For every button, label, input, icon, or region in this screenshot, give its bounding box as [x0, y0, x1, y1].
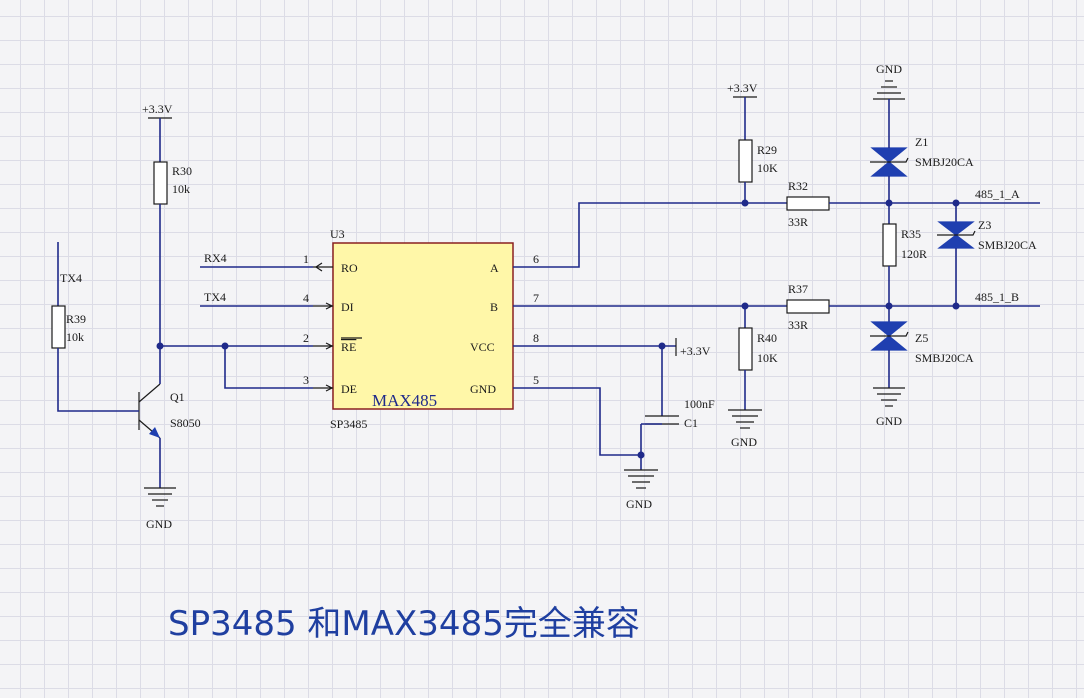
z1-value: SMBJ20CA [915, 155, 974, 169]
pin-name-b: B [490, 300, 498, 314]
z3-ref: Z3 [978, 218, 991, 232]
power-symbol-q1: +3.3V [142, 102, 173, 162]
ic-part: SP3485 [330, 417, 367, 431]
pin-name-ro: RO [341, 261, 358, 275]
gnd-symbol-r40: GND [728, 409, 762, 449]
gnd-label-ic: GND [626, 497, 652, 511]
gnd-label-q1: GND [146, 517, 172, 531]
c1-value: 100nF [684, 397, 715, 411]
pin-num-vcc: 8 [533, 331, 539, 345]
power-label-r29: +3.3V [727, 81, 758, 95]
q1-value: S8050 [170, 416, 201, 430]
input-nets: RX4 TX4 [200, 251, 313, 307]
ic-body [332, 242, 514, 410]
q1-ref: Q1 [170, 390, 185, 404]
r29-ref: R29 [757, 143, 777, 157]
r32-ref: R32 [788, 179, 808, 193]
pin-name-de: DE [341, 382, 357, 396]
net-485-b: 485_1_B [975, 290, 1019, 304]
tx4-base-label: TX4 [60, 271, 82, 285]
power-label-ic: +3.3V [680, 344, 711, 358]
pin-num-ro: 1 [303, 252, 309, 266]
ic-name: MAX485 [372, 391, 437, 410]
pin-num-b: 7 [533, 291, 539, 305]
pin-num-di: 4 [303, 291, 309, 305]
pin-name-di: DI [341, 300, 354, 314]
r35-ref: R35 [901, 227, 921, 241]
r29-value: 10K [757, 161, 778, 175]
pin-num-de: 3 [303, 373, 309, 387]
r40-value: 10K [757, 351, 778, 365]
q1-driver-circuit: +3.3V R30 10k Q1 S8050 TX4 R39 10k [51, 102, 313, 531]
ic-designator: U3 [330, 227, 345, 241]
net-485-a: 485_1_A [975, 187, 1020, 201]
transistor-q1: Q1 S8050 [138, 346, 201, 488]
caption-text: SP3485 和MAX3485完全兼容 [168, 604, 640, 644]
resistor-r29: +3.3V R29 10K [727, 81, 778, 203]
resistor-r39: TX4 R39 10k [51, 242, 139, 412]
r37-value: 33R [788, 318, 808, 332]
resistor-r40: R40 10K GND [728, 306, 778, 449]
vcc-decoupling: +3.3V 100nF C1 GND [513, 338, 715, 511]
r30-value: 10k [172, 182, 190, 196]
r39-ref: R39 [66, 312, 86, 326]
r37-ref: R37 [788, 282, 808, 296]
gnd-label-r40: GND [731, 435, 757, 449]
pin-name-re: RE [341, 340, 356, 354]
z3-value: SMBJ20CA [978, 238, 1037, 252]
pin-name-vcc: VCC [470, 340, 495, 354]
r35-value: 120R [901, 247, 927, 261]
bus-a-line: R32 33R 485_1_A [513, 179, 1040, 268]
z5-ref: Z5 [915, 331, 928, 345]
z1-ref: Z1 [915, 135, 928, 149]
pin-num-a: 6 [533, 252, 539, 266]
rx4-label: RX4 [204, 251, 227, 265]
pin-num-gnd: 5 [533, 373, 539, 387]
tvs-z3: Z3 SMBJ20CA [937, 199, 1037, 310]
r30-ref: R30 [172, 164, 192, 178]
r40-ref: R40 [757, 331, 777, 345]
bus-b-line: R37 33R 485_1_B [513, 282, 1040, 332]
ic-u3: U3 MAX485 SP3485 1 4 2 3 RO DI RE DE A B… [303, 227, 539, 431]
r32-value: 33R [788, 215, 808, 229]
tvs-z1: GND Z1 SMBJ20CA [870, 62, 974, 203]
gnd-label-z1: GND [876, 62, 902, 76]
gnd-symbol-z5: GND [873, 387, 905, 428]
z5-value: SMBJ20CA [915, 351, 974, 365]
c1-ref: C1 [684, 416, 698, 430]
gnd-label-z5: GND [876, 414, 902, 428]
power-label-q1: +3.3V [142, 102, 173, 116]
pin-name-gnd: GND [470, 382, 496, 396]
tvs-z5: Z5 SMBJ20CA GND [870, 306, 974, 428]
pin-num-re: 2 [303, 331, 309, 345]
resistor-r35: R35 120R [882, 203, 927, 306]
gnd-symbol-q1: GND [144, 487, 176, 531]
r39-value: 10k [66, 330, 84, 344]
gnd-symbol-ic: GND [624, 469, 658, 511]
pin-name-a: A [490, 261, 499, 275]
tx4-di-label: TX4 [204, 290, 226, 304]
gnd-symbol-z1: GND [873, 62, 905, 100]
resistor-r30: R30 10k [153, 161, 192, 346]
